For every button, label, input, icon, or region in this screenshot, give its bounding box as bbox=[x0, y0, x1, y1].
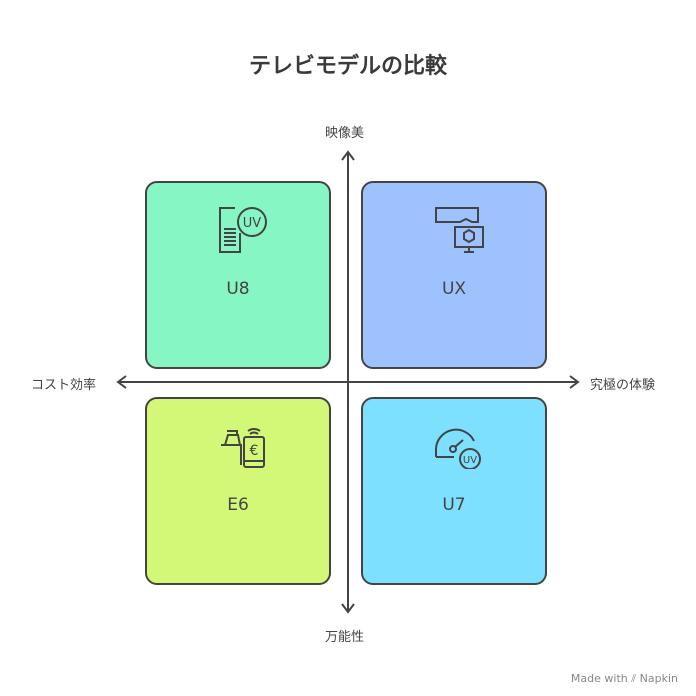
quadrant-label: E6 bbox=[227, 495, 249, 515]
quadrant-u8: UV U8 bbox=[145, 181, 331, 369]
quadrant-label: U7 bbox=[442, 495, 466, 515]
page-title: テレビモデルの比較 bbox=[248, 54, 447, 79]
axis-top-label: 映像美 bbox=[325, 126, 365, 141]
quadrant-e6: € E6 bbox=[145, 397, 331, 585]
svg-text:UV: UV bbox=[243, 216, 262, 231]
quadrant-label: U8 bbox=[226, 279, 250, 299]
axis-left-label: コスト効率 bbox=[31, 378, 97, 393]
napkin-credit[interactable]: Made with ⫽ Napkin bbox=[570, 672, 678, 685]
axis-right-label: 究極の体験 bbox=[590, 378, 656, 393]
vr-monitor-icon bbox=[435, 207, 484, 253]
uv-document-icon: UV bbox=[219, 207, 267, 253]
axis-bottom-label: 万能性 bbox=[325, 630, 365, 645]
quadrant-ux: UX bbox=[361, 181, 547, 369]
uv-speedometer-icon: UV bbox=[435, 428, 481, 469]
svg-text:€: € bbox=[250, 443, 259, 459]
register-phone-euro-icon: € bbox=[221, 428, 265, 468]
quadrant-u7: UV U7 bbox=[361, 397, 547, 585]
svg-text:UV: UV bbox=[463, 455, 477, 466]
quadrant-label: UX bbox=[441, 279, 467, 299]
